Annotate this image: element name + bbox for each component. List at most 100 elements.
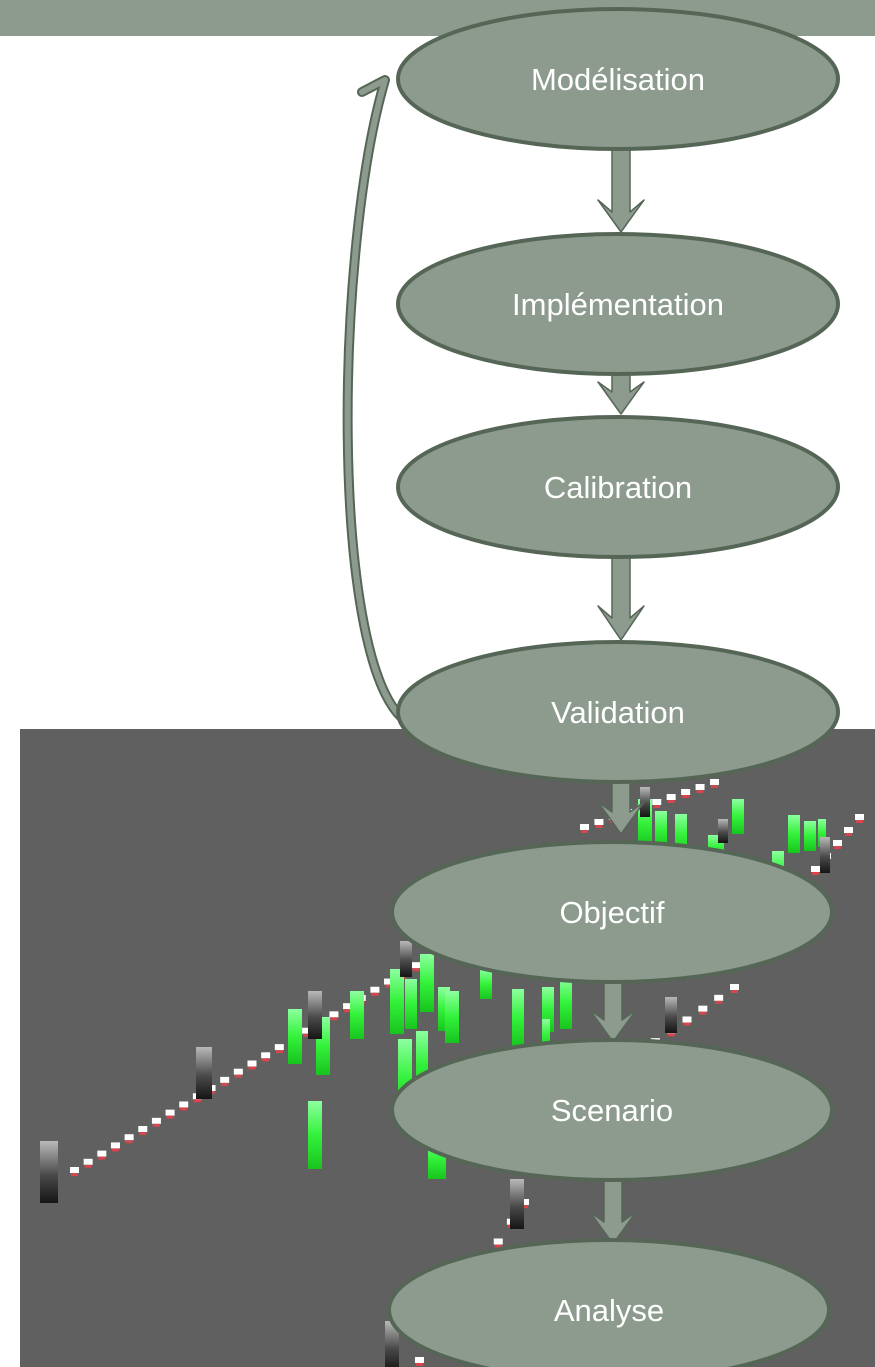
- edge-modelisation-implementation: [597, 149, 645, 233]
- road-marker: [411, 962, 421, 969]
- road-marker: [165, 1109, 175, 1116]
- green-building: [308, 1101, 322, 1169]
- road-marker: [343, 1003, 353, 1010]
- green-building: [288, 1009, 302, 1064]
- green-building: [480, 969, 492, 999]
- road-marker: [302, 1027, 312, 1034]
- green-building: [350, 991, 364, 1039]
- road-marker-shadow: [667, 800, 675, 803]
- dark-building: [385, 1321, 399, 1367]
- road-marker: [714, 994, 724, 1001]
- road-marker-shadow: [248, 1066, 256, 1070]
- road-marker-shadow: [84, 1164, 92, 1168]
- node-label: Validation: [551, 695, 685, 730]
- road-marker: [329, 1011, 339, 1018]
- dark-building: [400, 941, 412, 977]
- road-marker-shadow: [166, 1115, 174, 1119]
- green-building: [420, 954, 434, 1012]
- edge-objectif-scenario: [589, 978, 637, 1043]
- road-marker-shadow: [595, 825, 603, 828]
- road-marker: [730, 984, 739, 990]
- road-marker-shadow: [416, 1363, 423, 1366]
- green-building: [788, 815, 800, 853]
- road-marker-shadow: [221, 1082, 229, 1086]
- road-marker: [698, 1005, 708, 1012]
- dark-building: [308, 991, 322, 1039]
- green-building: [818, 819, 826, 847]
- road-marker: [83, 1158, 93, 1165]
- road-marker-shadow: [98, 1156, 106, 1160]
- green-building: [655, 811, 667, 849]
- road-marker-shadow: [125, 1140, 133, 1144]
- road-marker-shadow: [834, 846, 841, 849]
- road-marker-shadow: [812, 872, 819, 875]
- road-marker: [594, 819, 604, 825]
- road-marker: [247, 1060, 257, 1067]
- road-marker-shadow: [845, 833, 852, 836]
- road-marker-shadow: [303, 1033, 311, 1037]
- road-marker: [493, 1238, 503, 1245]
- dark-building: [196, 1047, 212, 1099]
- road-marker: [220, 1076, 230, 1083]
- node-modelisation: Modélisation: [396, 7, 840, 151]
- road-marker-shadow: [193, 1099, 201, 1103]
- road-marker-shadow: [494, 1244, 502, 1248]
- road-marker: [124, 1134, 134, 1141]
- node-implementation: Implémentation: [396, 232, 840, 376]
- road-marker: [384, 978, 394, 985]
- node-scenario: Scenario: [390, 1038, 834, 1182]
- dark-building: [510, 1179, 524, 1229]
- node-calibration: Calibration: [396, 415, 840, 559]
- road-marker: [110, 1142, 120, 1149]
- edge-scenario-analyse: [589, 1178, 637, 1245]
- road-marker-shadow: [71, 1173, 78, 1176]
- node-label: Objectif: [559, 895, 664, 930]
- road-marker-shadow: [412, 968, 420, 972]
- road-marker: [370, 986, 380, 993]
- road-marker-shadow: [581, 830, 588, 833]
- road-marker: [415, 1357, 424, 1363]
- road-marker-shadow: [234, 1074, 242, 1078]
- road-marker: [844, 827, 853, 833]
- road-marker: [233, 1068, 243, 1075]
- road-marker: [520, 1199, 529, 1205]
- road-marker-shadow: [139, 1132, 147, 1136]
- road-marker-shadow: [653, 805, 661, 808]
- node-objectif: Objectif: [390, 840, 834, 984]
- road-marker-shadow: [344, 1009, 352, 1013]
- green-building: [732, 799, 744, 834]
- green-building: [560, 977, 572, 1029]
- dark-building: [718, 819, 728, 843]
- node-label: Implémentation: [512, 287, 724, 322]
- road-marker-shadow: [371, 992, 379, 996]
- dark-building: [40, 1141, 58, 1203]
- road-marker: [855, 814, 864, 820]
- road-marker: [179, 1101, 189, 1108]
- node-label: Scenario: [551, 1093, 673, 1128]
- road-marker: [652, 799, 662, 805]
- road-marker-shadow: [521, 1205, 528, 1208]
- dark-building: [820, 837, 830, 873]
- road-marker-shadow: [180, 1107, 188, 1111]
- road-marker-shadow: [667, 1033, 675, 1037]
- road-marker-shadow: [262, 1058, 270, 1062]
- road-marker-shadow: [696, 790, 704, 793]
- road-marker-shadow: [111, 1148, 119, 1152]
- road-marker: [138, 1126, 148, 1133]
- node-label: Modélisation: [531, 62, 705, 97]
- road-marker: [151, 1117, 161, 1124]
- node-label: Analyse: [554, 1293, 664, 1328]
- road-marker: [833, 840, 842, 846]
- road-marker-shadow: [711, 785, 718, 788]
- road-marker: [666, 794, 676, 800]
- road-marker-shadow: [731, 990, 738, 993]
- road-marker: [97, 1150, 107, 1157]
- road-marker-shadow: [715, 1000, 723, 1004]
- road-marker-shadow: [856, 820, 863, 823]
- road-marker-shadow: [699, 1011, 707, 1015]
- green-building: [405, 979, 417, 1029]
- road-marker: [682, 1016, 692, 1023]
- road-marker: [261, 1052, 271, 1059]
- road-marker-shadow: [330, 1017, 338, 1021]
